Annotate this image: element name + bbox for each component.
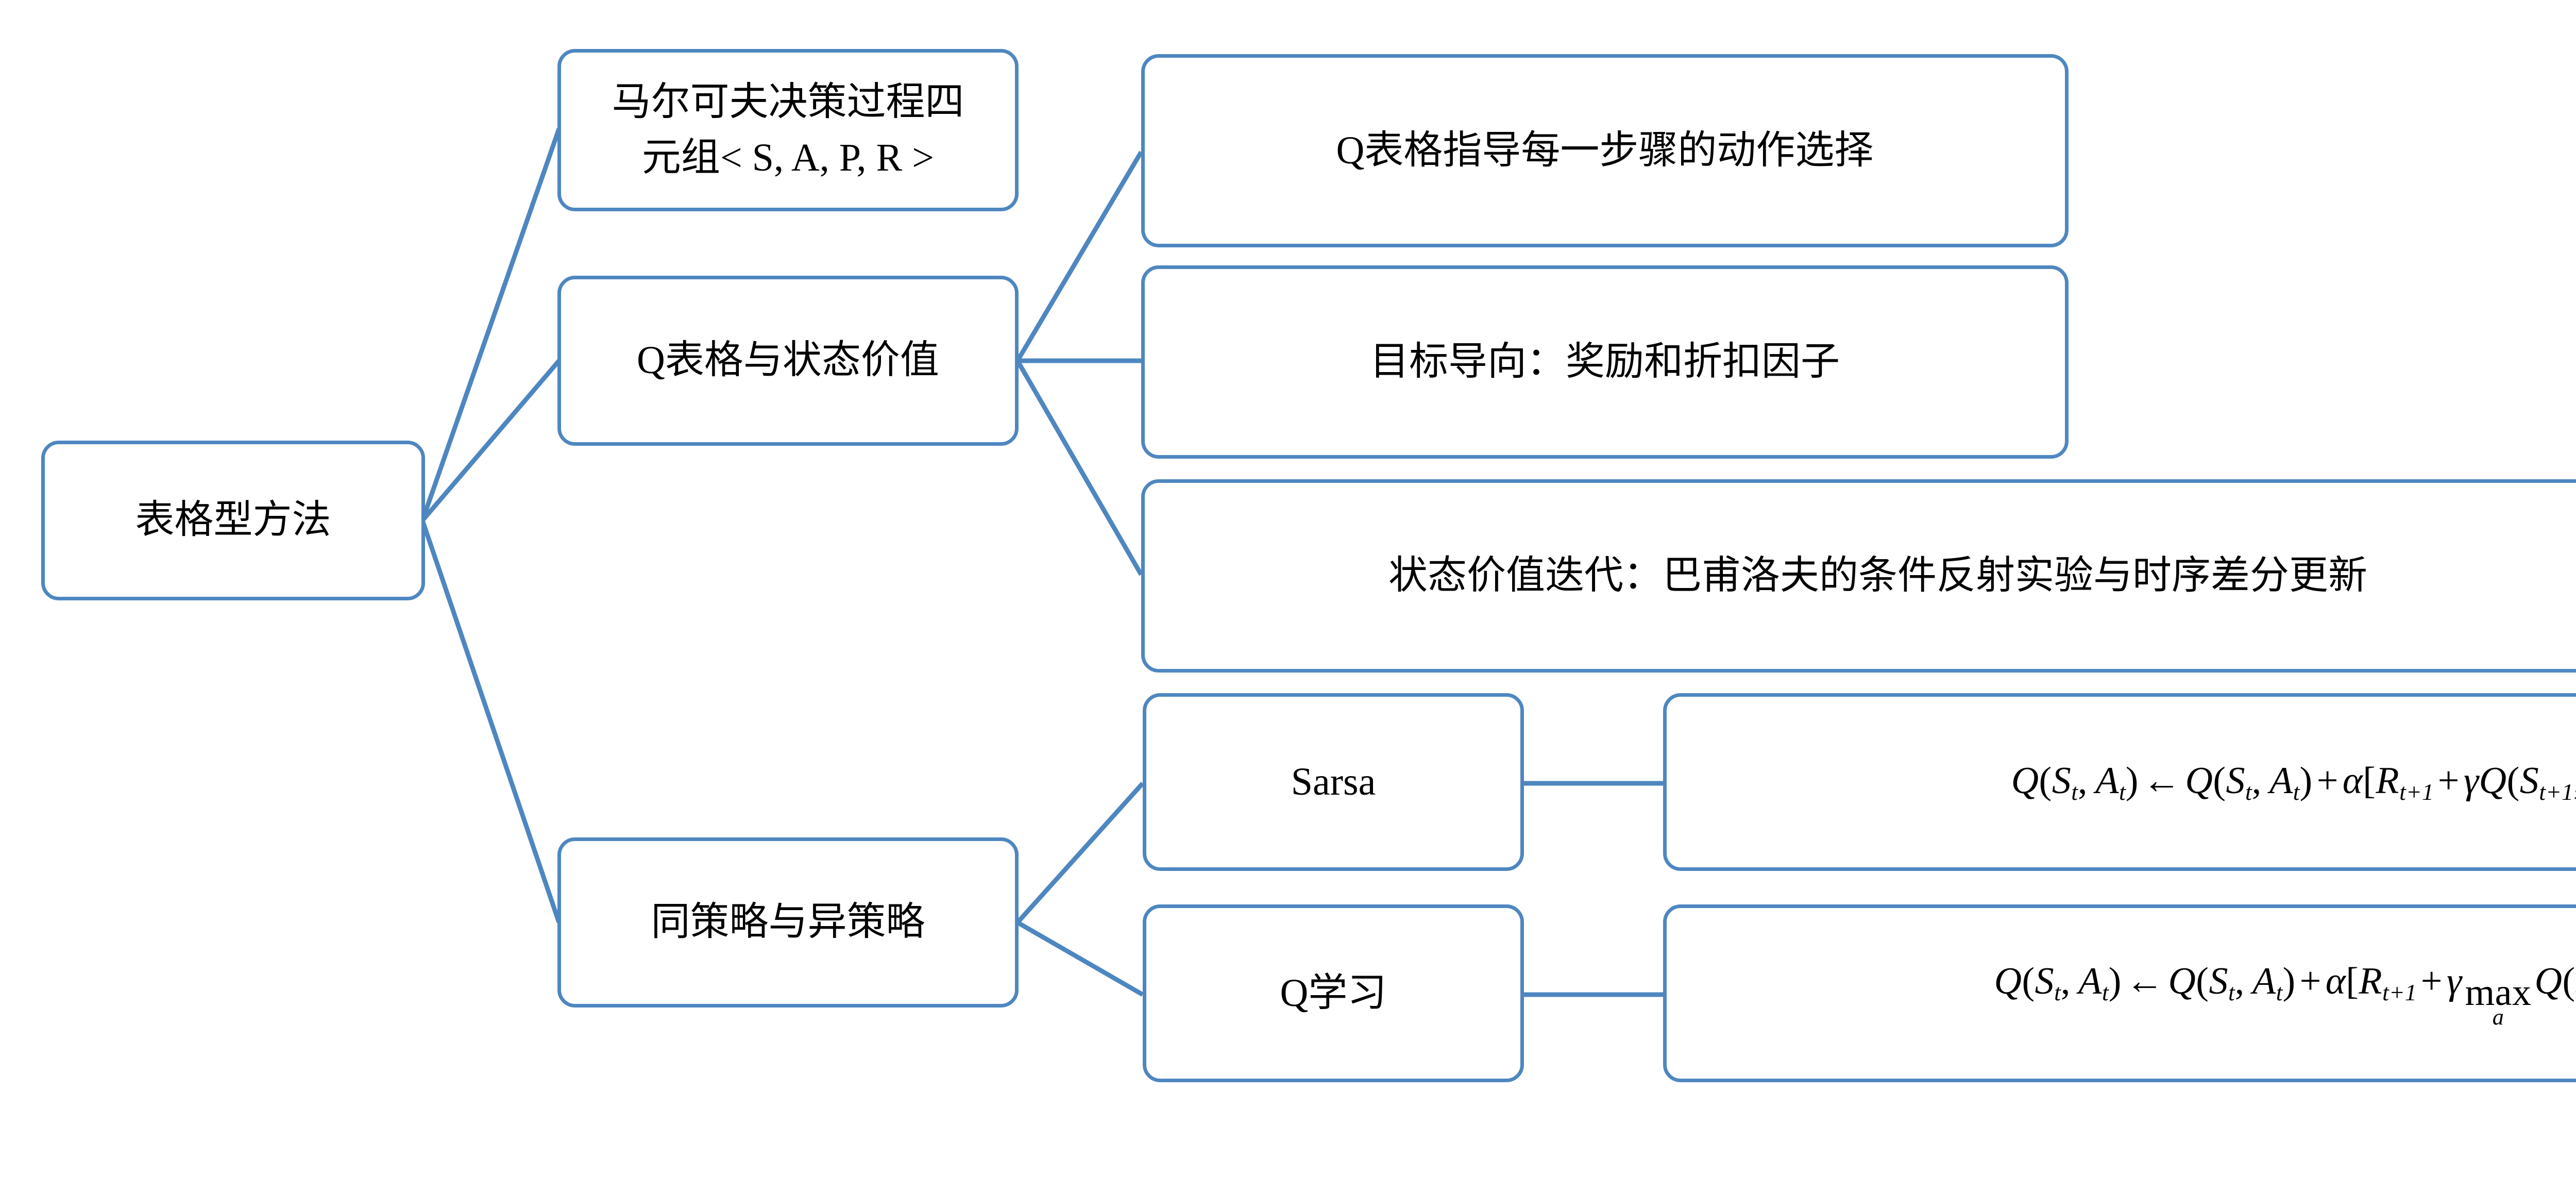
node-mdp[interactable]: 马尔可夫决策过程四 元组< S, A, P, R > [557, 49, 1019, 211]
node-root-label: 表格型方法 [135, 498, 331, 542]
node-qtable-child1[interactable]: Q表格指导每一步骤的动作选择 [1141, 54, 2069, 247]
sarsa-formula-expression: Q(St, At)←Q(St, At)+α[Rt+1+γQ(St+1, At+1… [2011, 759, 2576, 805]
edge-root-qtable [420, 359, 561, 522]
edge-root-mdp [420, 128, 562, 522]
edge-root-policy [420, 519, 562, 924]
node-policy[interactable]: 同策略与异策略 [557, 837, 1019, 1008]
node-mdp-label: 马尔可夫决策过程四 元组< S, A, P, R > [612, 80, 964, 179]
node-qtable-child3-label: 状态价值迭代：巴甫洛夫的条件反射实验与时序差分更新 [1388, 553, 2367, 597]
qlearning-formula-expression: Q(St, At)←Q(St, At)+α[Rt+1+γmaxaQ(St+1, … [1994, 960, 2576, 1030]
node-qtable-child1-label: Q表格指导每一步骤的动作选择 [1336, 128, 1874, 172]
node-sarsa-formula[interactable]: Q(St, At)←Q(St, At)+α[Rt+1+γQ(St+1, At+1… [1663, 693, 2576, 871]
node-sarsa-label: Sarsa [1291, 760, 1376, 803]
node-qtable-child2-label: 目标导向：奖励和折扣因子 [1370, 340, 1840, 383]
node-qlearning[interactable]: Q学习 [1143, 904, 1524, 1082]
node-qlearning-formula[interactable]: Q(St, At)←Q(St, At)+α[Rt+1+γmaxaQ(St+1, … [1663, 904, 2576, 1082]
edge-qtable-c3 [1015, 359, 1143, 576]
edge-policy-sarsa [1015, 781, 1145, 925]
edge-qtable-c1 [1015, 150, 1143, 362]
node-qtable[interactable]: Q表格与状态价值 [557, 276, 1019, 446]
edge-policy-qlearning [1016, 920, 1144, 997]
node-qtable-label: Q表格与状态价值 [637, 339, 939, 382]
node-root[interactable]: 表格型方法 [41, 441, 425, 600]
node-qtable-child2[interactable]: 目标导向：奖励和折扣因子 [1141, 265, 2069, 459]
node-qlearning-label: Q学习 [1280, 971, 1387, 1015]
node-qtable-child3[interactable]: 状态价值迭代：巴甫洛夫的条件反射实验与时序差分更新 [1141, 479, 2576, 673]
node-policy-label: 同策略与异策略 [651, 900, 925, 944]
node-sarsa[interactable]: Sarsa [1143, 693, 1524, 871]
